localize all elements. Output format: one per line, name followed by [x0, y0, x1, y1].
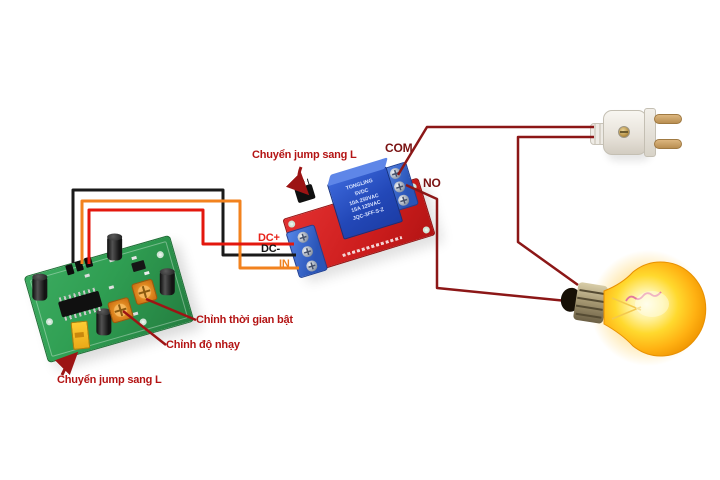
header-pin	[65, 263, 75, 276]
header-pin	[83, 256, 94, 268]
label-time-adjust: Chỉnh thời gian bật	[196, 314, 293, 326]
terminal-screw	[392, 180, 407, 194]
capacitor-icon	[159, 270, 175, 296]
terminal-screw	[304, 259, 319, 273]
transistor-icon	[131, 259, 147, 273]
bulb-glass	[603, 261, 707, 357]
plug-screw-icon	[618, 126, 630, 138]
bulb-base	[560, 282, 608, 324]
arrow-to-pir-jumper	[54, 351, 79, 376]
bulb-stem	[611, 297, 642, 320]
bulb-threads	[575, 289, 606, 319]
plug-prong	[654, 139, 682, 149]
pir-jumper	[70, 320, 91, 351]
mount-hole-icon	[138, 317, 148, 327]
bulb-glow	[590, 250, 706, 366]
mount-hole-icon	[287, 219, 297, 229]
label-pir-jumper: Chuyển jump sang L	[57, 374, 162, 386]
mount-hole-icon	[421, 225, 431, 235]
terminal-screw	[388, 166, 403, 181]
label-dc-minus: DC-	[261, 243, 280, 255]
wire-plug-to-bulb	[516, 135, 594, 287]
header-pin	[74, 260, 84, 272]
label-in: IN	[279, 258, 290, 270]
light-bulb	[560, 250, 707, 366]
bulb-filament	[625, 291, 662, 302]
mount-hole-icon	[45, 317, 54, 327]
wire-no-to-bulb	[405, 183, 568, 303]
time-potentiometer	[130, 278, 159, 306]
capacitor-icon	[96, 310, 112, 336]
label-relay-jumper: Chuyển jump sang L	[252, 149, 357, 161]
power-plug	[590, 108, 686, 158]
relay-jumper	[294, 183, 316, 204]
relay-label: TONGLING 5VDC 10A 250VAC 15A 125VAC JQC-…	[332, 174, 397, 228]
plug-prong	[654, 114, 682, 124]
capacitor-icon	[32, 275, 48, 301]
label-no: NO	[423, 176, 441, 190]
mount-hole-icon	[155, 250, 165, 259]
label-sensitivity-adjust: Chỉnh độ nhạy	[166, 339, 240, 351]
capacitor-icon	[107, 235, 123, 261]
label-com: COM	[385, 141, 413, 155]
terminal-screw	[296, 230, 310, 245]
bulb-screw-shell	[573, 282, 608, 324]
input-terminal-block	[285, 223, 329, 279]
bulb-hotspot	[635, 291, 669, 317]
plug-face	[644, 108, 656, 157]
sensitivity-potentiometer	[106, 296, 135, 324]
terminal-screw	[396, 193, 411, 208]
bulb-contact-tip	[560, 287, 581, 312]
wire-com-to-plug	[396, 125, 594, 176]
terminal-screw	[300, 244, 315, 259]
